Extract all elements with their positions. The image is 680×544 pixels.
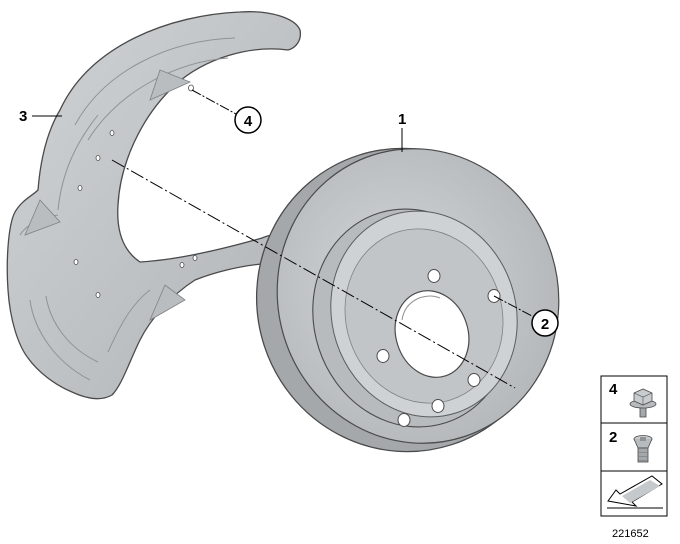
callout-3: 3 bbox=[19, 108, 62, 125]
brake-disc bbox=[255, 147, 560, 453]
svg-text:2: 2 bbox=[541, 316, 549, 333]
svg-text:4: 4 bbox=[609, 381, 618, 398]
countersunk-screw-icon bbox=[633, 435, 653, 463]
legend-item-2: 2 bbox=[609, 429, 653, 463]
arrow-indicator-icon bbox=[607, 475, 663, 509]
callout-2: 2 bbox=[493, 295, 559, 337]
brake-shield bbox=[6, 11, 302, 400]
reference-number: 221652 bbox=[612, 528, 649, 540]
legend-item-4: 4 bbox=[609, 381, 657, 418]
axis-line bbox=[111, 159, 516, 389]
svg-text:1: 1 bbox=[398, 111, 406, 128]
svg-text:2: 2 bbox=[609, 429, 617, 446]
svg-text:4: 4 bbox=[244, 113, 253, 130]
callout-4: 4 bbox=[191, 89, 262, 134]
hex-flange-bolt-icon bbox=[629, 388, 657, 418]
svg-text:3: 3 bbox=[19, 108, 27, 125]
callout-1: 1 bbox=[398, 111, 406, 152]
parts-legend: 4 2 bbox=[600, 375, 668, 517]
